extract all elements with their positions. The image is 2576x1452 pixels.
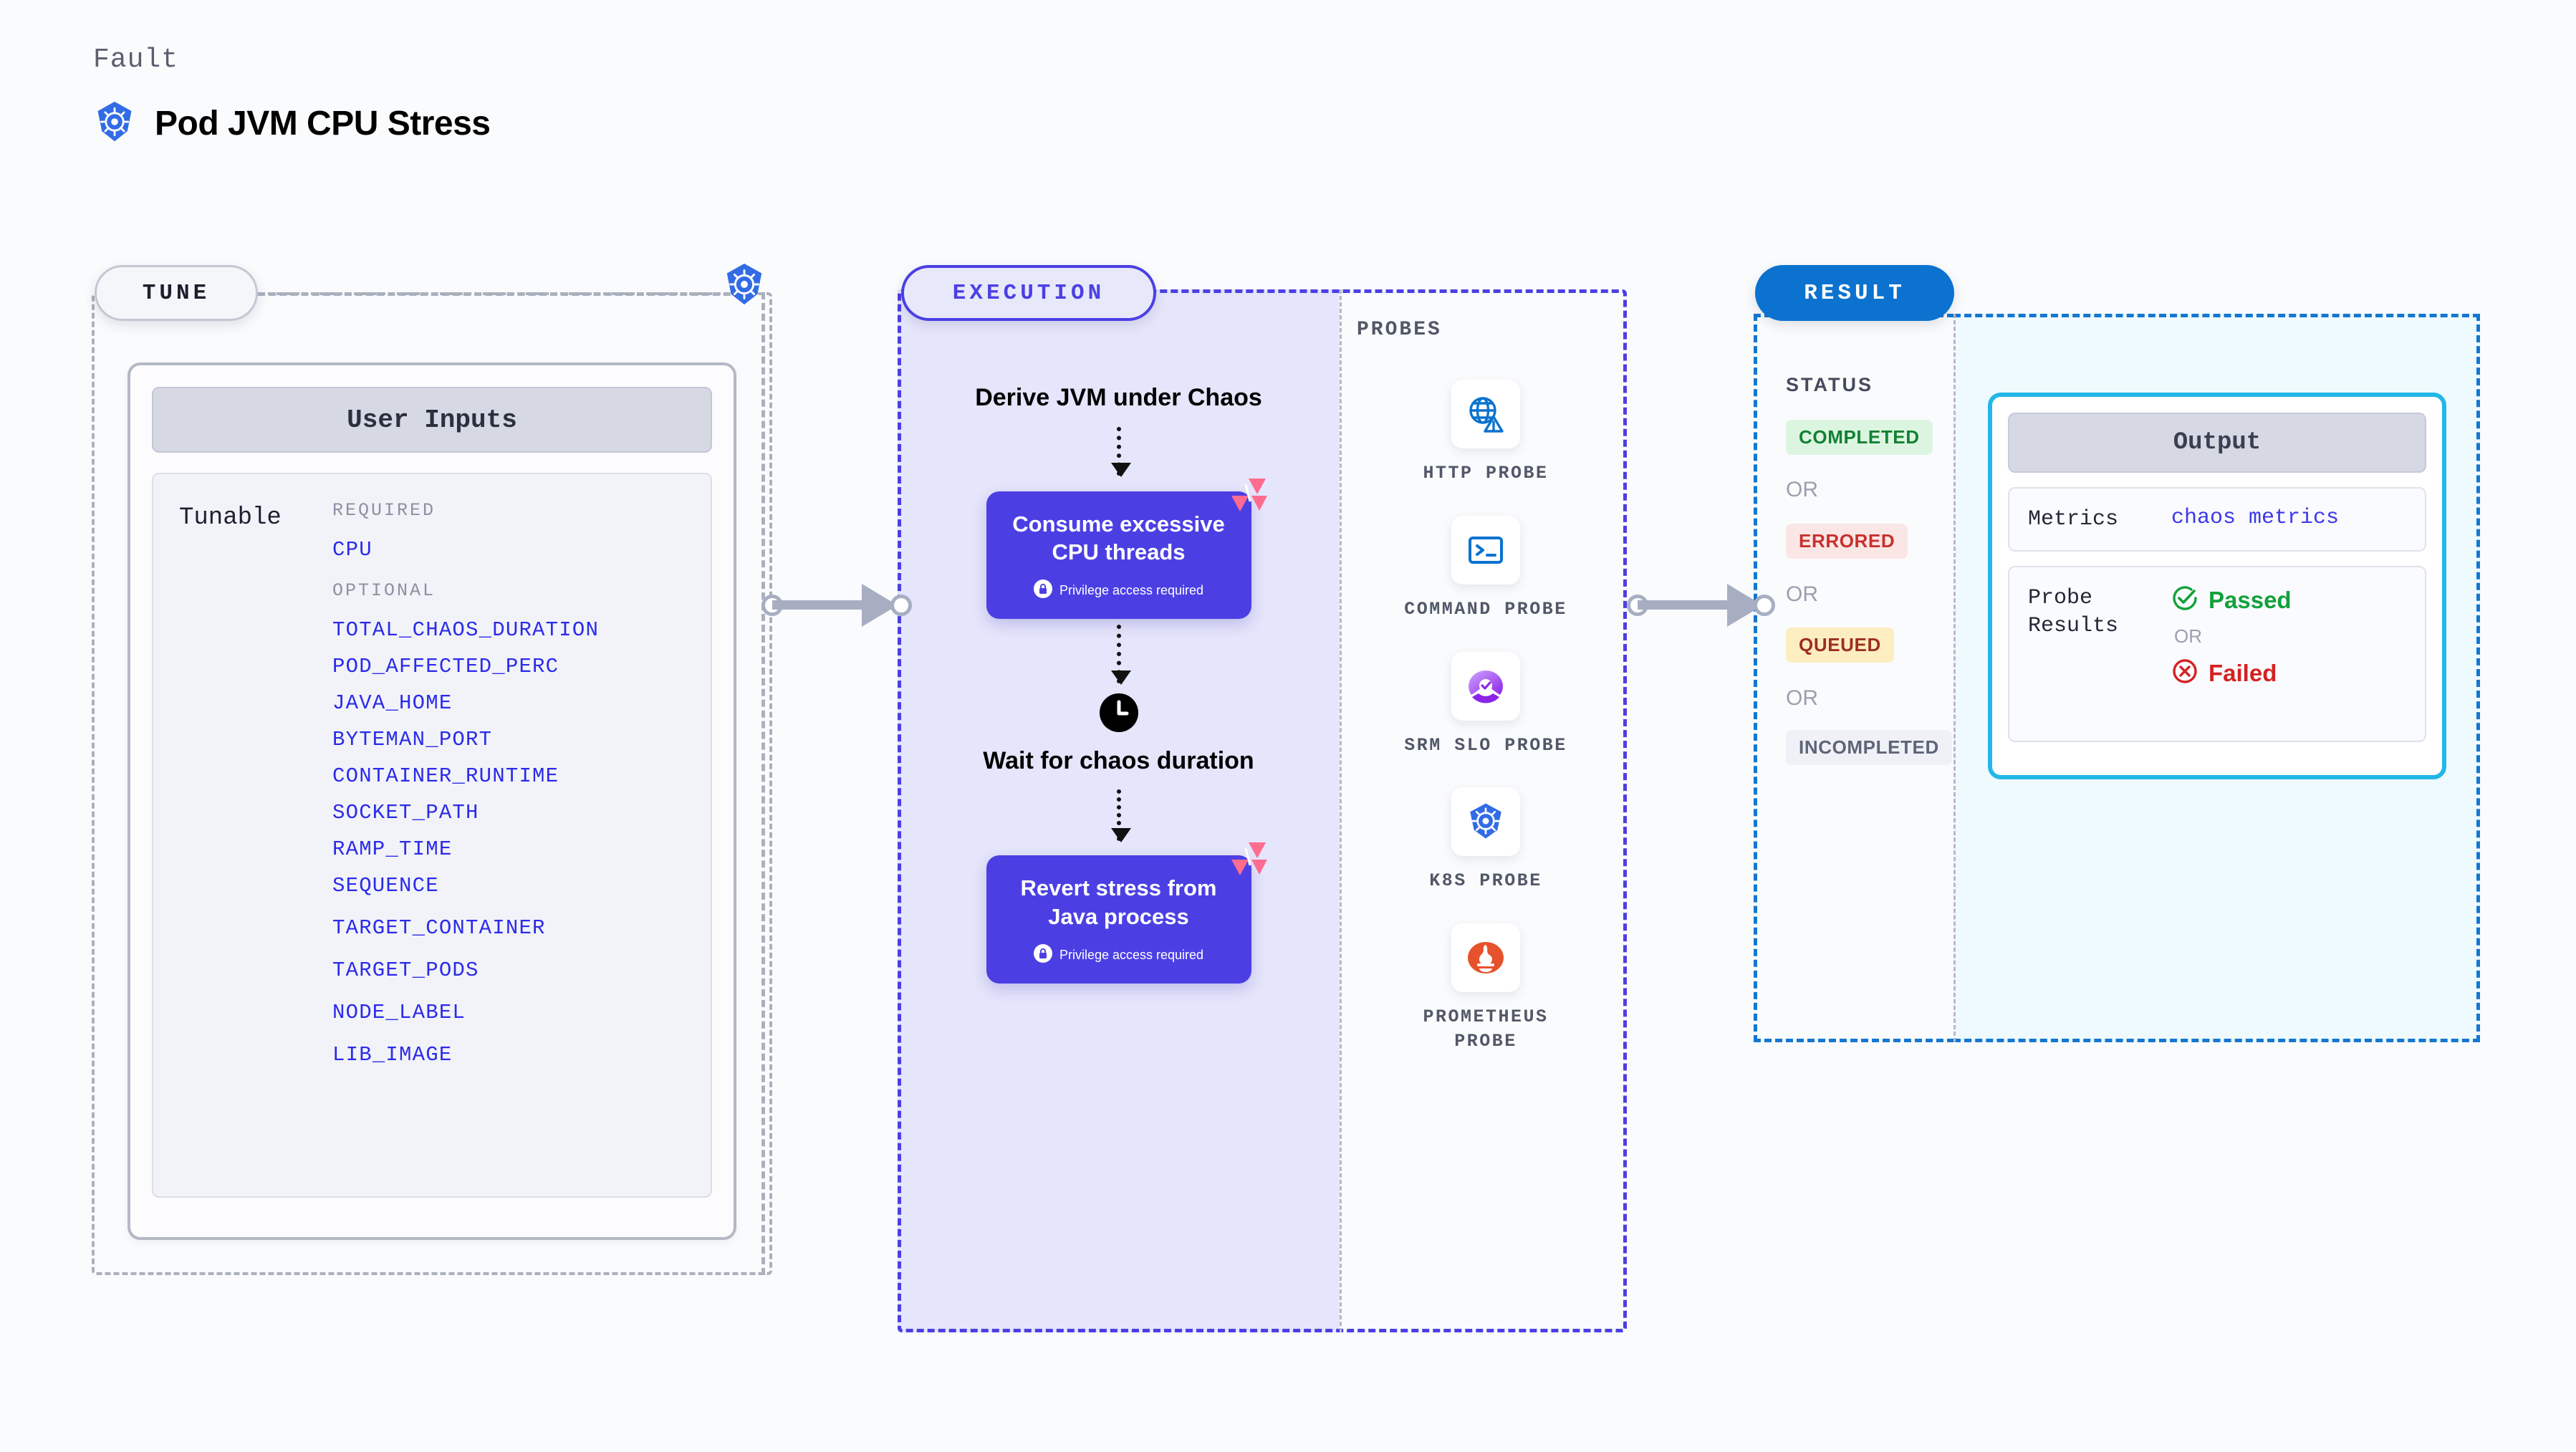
- param-target-container[interactable]: TARGET_CONTAINER: [332, 916, 546, 940]
- privilege-note: Privilege access required: [1059, 582, 1204, 597]
- output-title: Output: [2008, 413, 2426, 473]
- tune-section-pill[interactable]: TUNE: [95, 265, 258, 321]
- kubernetes-icon: [1451, 787, 1520, 857]
- param-container-runtime[interactable]: CONTAINER_RUNTIME: [332, 764, 559, 788]
- chaos-badge-icon: [1230, 841, 1267, 880]
- probe-result-failed: Failed: [2171, 658, 2292, 688]
- flow-card-label: Consume excessive CPU threads: [1012, 511, 1225, 565]
- flow-card-label: Revert stress from Java process: [1020, 875, 1217, 930]
- or-separator: OR: [1786, 582, 1818, 606]
- check-circle-icon: [2171, 585, 2198, 615]
- tunable-panel: Tunable REQUIRED CPU OPTIONAL TOTAL_CHAO…: [152, 473, 712, 1198]
- probe-label: HTTP PROBE: [1423, 463, 1549, 484]
- param-java-home[interactable]: JAVA_HOME: [332, 691, 453, 715]
- param-node-label[interactable]: NODE_LABEL: [332, 1001, 466, 1024]
- lock-icon: [1033, 579, 1052, 602]
- lock-icon: [1033, 943, 1052, 966]
- probe-http[interactable]: HTTP PROBE: [1423, 380, 1548, 486]
- result-divider: [1953, 314, 1956, 1042]
- connector-execution-to-result: [1627, 584, 1777, 627]
- clock-icon: [1099, 693, 1138, 736]
- param-pod-affected-perc[interactable]: POD_AFFECTED_PERC: [332, 655, 559, 678]
- probe-result-passed: Passed: [2171, 585, 2292, 615]
- breadcrumb-fault: Fault: [93, 44, 179, 75]
- execution-flow: Derive JVM under Chaos Consume excessive…: [898, 289, 1340, 1332]
- privilege-note: Privilege access required: [1059, 947, 1204, 962]
- status-badge-incompleted: INCOMPLETED: [1786, 730, 1952, 765]
- probe-label: K8S PROBE: [1429, 870, 1542, 892]
- kubernetes-icon: [722, 261, 766, 311]
- probe-prometheus[interactable]: PROMETHEUS PROBE: [1393, 923, 1579, 1054]
- probes-label: PROBES: [1357, 319, 1442, 341]
- required-group-title: REQUIRED: [332, 500, 436, 521]
- probe-label: COMMAND PROBE: [1404, 598, 1567, 620]
- status-badge-errored: ERRORED: [1786, 524, 1908, 559]
- param-ramp-time[interactable]: RAMP_TIME: [332, 837, 453, 861]
- param-byteman-port[interactable]: BYTEMAN_PORT: [332, 728, 493, 751]
- result-section-pill[interactable]: RESULT: [1755, 265, 1954, 321]
- passed-label: Passed: [2209, 586, 2292, 613]
- probe-results-label: Probe Results: [2028, 586, 2119, 638]
- page-title: Pod JVM CPU Stress: [155, 105, 491, 143]
- or-separator: OR: [1786, 478, 1818, 501]
- param-cpu[interactable]: CPU: [332, 538, 373, 562]
- status-badge-completed: COMPLETED: [1786, 420, 1933, 455]
- output-probe-results-row: Probe Results Passed OR: [2008, 566, 2426, 743]
- page-header: Fault Pod JVM CPU Stress: [93, 44, 491, 148]
- prometheus-icon: [1451, 923, 1520, 992]
- param-target-pods[interactable]: TARGET_PODS: [332, 958, 479, 982]
- status-badge-queued: QUEUED: [1786, 628, 1894, 663]
- param-socket-path[interactable]: SOCKET_PATH: [332, 801, 479, 824]
- flow-step-wait-chaos: Wait for chaos duration: [983, 746, 1254, 774]
- probe-label: PROMETHEUS PROBE: [1423, 1006, 1549, 1052]
- flow-card-revert-stress[interactable]: Revert stress from Java process Privileg…: [986, 842, 1267, 984]
- execution-section: [898, 289, 1627, 1332]
- probe-label: SRM SLO PROBE: [1404, 734, 1567, 756]
- flow-arrow-2: [1110, 624, 1131, 685]
- probes-divider: [1340, 289, 1342, 1332]
- metrics-label: Metrics: [2028, 507, 2119, 532]
- probe-k8s[interactable]: K8S PROBE: [1429, 787, 1542, 893]
- terminal-icon: [1451, 515, 1520, 585]
- user-inputs-card: User Inputs Tunable REQUIRED CPU OPTIONA…: [128, 362, 736, 1240]
- or-separator: OR: [1786, 686, 1818, 710]
- probes-list: HTTP PROBE COMMAND PROBE: [1357, 380, 1615, 1054]
- flow-card-consume-cpu[interactable]: Consume excessive CPU threads Privilege …: [986, 478, 1267, 619]
- chaos-badge-icon: [1230, 477, 1267, 516]
- output-card: Output Metrics chaos metrics Probe Resul…: [1988, 393, 2446, 779]
- chaos-metrics-link[interactable]: chaos metrics: [2171, 506, 2340, 530]
- param-lib-image[interactable]: LIB_IMAGE: [332, 1043, 453, 1067]
- parameter-list: REQUIRED CPU OPTIONAL TOTAL_CHAOS_DURATI…: [332, 474, 599, 1196]
- tune-kube-connector-vline: [761, 292, 765, 1275]
- param-sequence[interactable]: SEQUENCE: [332, 874, 439, 898]
- tune-kube-connector-line: [258, 292, 752, 296]
- tunable-label: Tunable: [179, 504, 282, 532]
- execution-section-pill[interactable]: EXECUTION: [901, 265, 1156, 321]
- srm-slo-icon: [1451, 651, 1520, 721]
- kubernetes-icon: [93, 100, 136, 148]
- status-label: STATUS: [1786, 374, 1873, 395]
- user-inputs-title: User Inputs: [152, 387, 712, 453]
- x-circle-icon: [2171, 658, 2198, 688]
- flow-arrow-1: [1110, 426, 1131, 477]
- flow-step-derive-jvm: Derive JVM under Chaos: [975, 384, 1262, 411]
- globe-warning-icon: [1451, 380, 1520, 448]
- connector-tune-to-execution: [761, 584, 912, 627]
- param-total-chaos-duration[interactable]: TOTAL_CHAOS_DURATION: [332, 618, 600, 642]
- output-metrics-row: Metrics chaos metrics: [2008, 487, 2426, 552]
- probe-srm-slo[interactable]: SRM SLO PROBE: [1404, 651, 1567, 758]
- failed-label: Failed: [2209, 659, 2277, 686]
- or-separator: OR: [2174, 625, 2202, 648]
- optional-group-title: OPTIONAL: [332, 580, 436, 601]
- flow-arrow-3: [1110, 789, 1131, 843]
- probe-command[interactable]: COMMAND PROBE: [1404, 515, 1567, 622]
